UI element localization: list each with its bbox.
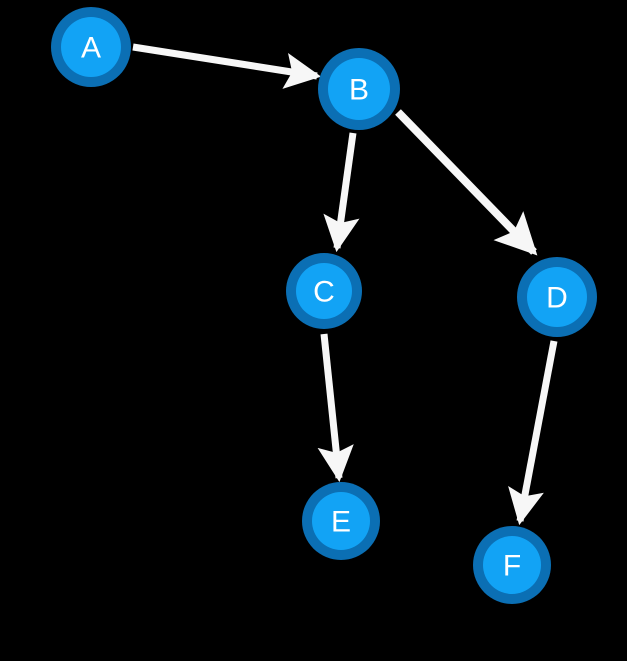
node-fill-b — [328, 58, 390, 120]
graph-edge-b-d — [395, 109, 538, 256]
node-fill-e — [312, 492, 370, 550]
node-label-a: A — [81, 32, 101, 65]
graph-node-d[interactable]: D — [517, 257, 597, 337]
graph-node-a[interactable]: A — [51, 7, 131, 87]
nodes-layer: A B C D E F — [51, 7, 597, 604]
graph-node-b[interactable]: B — [318, 48, 400, 130]
node-fill-d — [527, 267, 587, 327]
graph-node-f[interactable]: F — [473, 526, 551, 604]
node-label-b: B — [349, 74, 369, 107]
node-label-c: C — [313, 276, 335, 309]
graph-edge-d-f — [508, 340, 558, 526]
node-label-f: F — [503, 550, 521, 583]
node-fill-f — [483, 536, 541, 594]
node-label-d: D — [546, 282, 568, 315]
graph-node-e[interactable]: E — [302, 482, 380, 560]
graph-edge-c-e — [317, 333, 354, 483]
edges-layer — [132, 43, 558, 526]
graph-node-c[interactable]: C — [286, 253, 362, 329]
graph-edge-b-c — [323, 132, 360, 253]
graph-edge-a-b — [132, 43, 322, 89]
node-label-e: E — [331, 506, 351, 539]
node-fill-a — [61, 17, 121, 77]
node-fill-c — [296, 263, 352, 319]
